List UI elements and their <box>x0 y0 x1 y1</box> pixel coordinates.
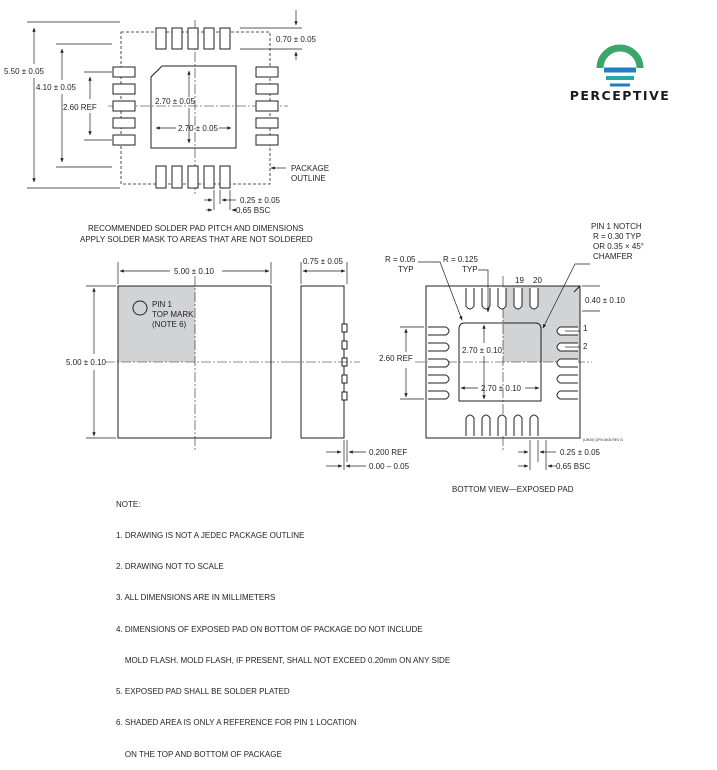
top-pad-row <box>155 27 231 50</box>
recommended-land-pattern <box>27 10 302 212</box>
bv-ep-height: 2.70 ± 0.10 <box>462 346 503 355</box>
bottom-pad-row <box>155 165 231 189</box>
note-line: 2. DRAWING NOT TO SCALE <box>116 562 224 572</box>
bv-pin19: 19 <box>515 276 524 285</box>
note-line: 3. ALL DIMENSIONS ARE IN MILLIMETERS <box>116 593 276 603</box>
side-ref: 0.200 REF <box>369 448 407 457</box>
notes-block: NOTE: 1. DRAWING IS NOT A JEDEC PACKAGE … <box>116 479 450 770</box>
package-outline-label-2: OUTLINE <box>291 174 326 183</box>
dim-2-60-ref: 2.60 REF <box>63 103 97 112</box>
dim-ep-width: 2.70 ± 0.05 <box>178 124 219 133</box>
bv-ref: 2.60 REF <box>379 354 413 363</box>
left-pad-column <box>112 66 136 146</box>
package-outline-label-1: PACKAGE <box>291 164 329 173</box>
bv-notch-2: R = 0.30 TYP <box>593 232 641 241</box>
note-line: 5. EXPOSED PAD SHALL BE SOLDER PLATED <box>116 687 290 697</box>
bv-pad-width: 0.25 ± 0.05 <box>560 448 601 457</box>
pkg-width: 5.00 ± 0.10 <box>174 267 215 276</box>
dim-pad-width: 0.25 ± 0.05 <box>240 196 281 205</box>
dim-overall-5-50: 5.50 ± 0.05 <box>4 67 45 76</box>
pin1-label-1: PIN 1 <box>152 300 173 309</box>
dimension-labels: 0.70 ± 0.05 5.50 ± 0.05 4.10 ± 0.05 2.60… <box>4 35 644 494</box>
right-pad-column <box>255 66 279 146</box>
brand-name: PERCEPTIVE <box>569 88 671 103</box>
package-drawing: 0.70 ± 0.05 5.50 ± 0.05 4.10 ± 0.05 2.60… <box>4 10 644 494</box>
dim-pitch: 0.65 BSC <box>236 206 270 215</box>
bv-pin2: 2 <box>583 342 588 351</box>
dim-pad-row-spacing: 0.70 ± 0.05 <box>276 35 317 44</box>
package-outline-dashed <box>120 31 271 185</box>
bv-pitch: 0.65 BSC <box>556 462 590 471</box>
package-bottom-view <box>400 261 600 470</box>
top-caption-1: RECOMMENDED SOLDER PAD PITCH AND DIMENSI… <box>88 224 303 233</box>
bv-r005-typ: TYP <box>398 265 414 274</box>
exposed-pad-land <box>150 65 237 149</box>
note-line: 4. DIMENSIONS OF EXPOSED PAD ON BOTTOM O… <box>116 624 423 634</box>
bv-pin1: 1 <box>583 324 588 333</box>
bv-notch-3: OR 0.35 × 45° <box>593 242 644 251</box>
package-side-view <box>290 262 366 470</box>
pin1-notch <box>573 285 581 293</box>
package-top-view <box>86 262 290 450</box>
perceptive-logo <box>596 44 644 87</box>
pin1-top-mark <box>132 300 148 316</box>
bv-notch-4: CHAMFER <box>593 252 633 261</box>
bv-doc-code: (UH20) QFN 0406 REV D <box>583 438 624 442</box>
bottom-left-leads <box>428 326 450 400</box>
note-line: 1. DRAWING IS NOT A JEDEC PACKAGE OUTLIN… <box>116 531 305 541</box>
bv-pin20: 20 <box>533 276 542 285</box>
bv-r005: R = 0.05 <box>385 255 416 264</box>
bv-ep-width: 2.70 ± 0.10 <box>481 384 522 393</box>
bv-r0125-typ: TYP <box>462 265 478 274</box>
bottom-bottom-leads <box>465 414 539 436</box>
top-caption-2: APPLY SOLDER MASK TO AREAS THAT ARE NOT … <box>80 235 313 244</box>
bv-edge: 0.40 ± 0.10 <box>585 296 626 305</box>
side-height: 0.75 ± 0.05 <box>303 257 344 266</box>
side-standoff: 0.00 – 0.05 <box>369 462 410 471</box>
note-line: ON THE TOP AND BOTTOM OF PACKAGE <box>116 749 282 759</box>
note-line: NOTE: <box>116 499 141 509</box>
note-line: 6. SHADED AREA IS ONLY A REFERENCE FOR P… <box>116 718 357 728</box>
pin1-label-2: TOP MARK <box>152 310 194 319</box>
pin1-label-3: (NOTE 6) <box>152 320 187 329</box>
bv-caption: BOTTOM VIEW—EXPOSED PAD <box>452 485 574 494</box>
dim-pad-span-4-10: 4.10 ± 0.05 <box>36 83 77 92</box>
pkg-height: 5.00 ± 0.10 <box>66 358 107 367</box>
note-line: MOLD FLASH. MOLD FLASH, IF PRESENT, SHAL… <box>116 655 451 665</box>
dim-ep-height: 2.70 ± 0.05 <box>155 97 196 106</box>
bv-notch-1: PIN 1 NOTCH <box>591 222 642 231</box>
bv-r0125: R = 0.125 <box>443 255 478 264</box>
circuit-globe-icon <box>596 44 644 87</box>
